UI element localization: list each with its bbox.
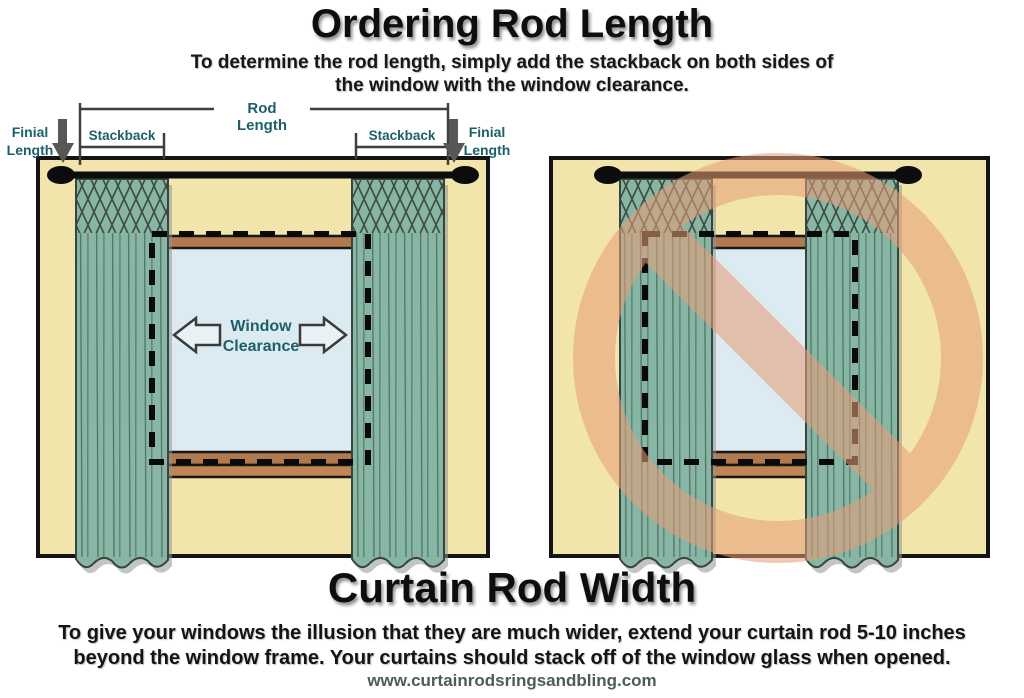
window-clearance-label-line2: Clearance	[223, 338, 300, 355]
footer-body-line-1: To give your windows the illusion that t…	[58, 622, 966, 644]
page-title: Ordering Rod Length	[310, 2, 714, 46]
window-frame-top-left	[156, 234, 364, 250]
diagram-canvas: Window Clearance Rod Length Stackback St…	[7, 100, 990, 575]
window-clearance-label-line1: Window	[230, 318, 292, 335]
finial-left-right	[451, 166, 479, 184]
finial-right-right	[894, 166, 922, 184]
left-panel: Window Clearance	[36, 156, 490, 575]
window-glass-left	[165, 241, 355, 455]
page-subtitle: To determine the rod length, simply add …	[0, 51, 1024, 97]
finial-left-left	[47, 166, 75, 184]
footer-body-line-2: beyond the window frame. Your curtains s…	[73, 647, 951, 669]
window-sill-lower-left	[148, 463, 372, 479]
clearance-dashed-rect-left	[149, 231, 371, 465]
footer-title: Curtain Rod Width	[327, 564, 697, 611]
curtain-left-panel-left	[75, 178, 173, 575]
finial-length-label-left-line2: Length	[7, 142, 54, 158]
subtitle-line-1: To determine the rod length, simply add …	[190, 52, 834, 73]
stackback-label-left: Stackback	[89, 128, 156, 143]
right-arrow-icon	[298, 315, 349, 355]
measurements: Rod Length Stackback Stackback Finial Le…	[7, 100, 511, 165]
finial-right-left	[594, 166, 622, 184]
footer-body: To give your windows the illusion that t…	[0, 621, 1024, 671]
subtitle-line-2: the window with the window clearance.	[335, 75, 689, 96]
stackback-label-right: Stackback	[369, 128, 436, 143]
finial-length-label-right-line1: Finial	[469, 124, 506, 140]
left-arrow-icon	[171, 315, 222, 355]
rod-length-label-line2: Length	[237, 117, 287, 134]
finial-length-label-right-line2: Length	[464, 142, 511, 158]
finial-length-label-left-line1: Finial	[12, 124, 49, 140]
clearance-dashed-rect-right	[642, 231, 858, 465]
right-panel	[549, 153, 990, 575]
website-text: www.curtainrodsringsandbling.com	[367, 671, 657, 690]
down-arrow-icon-right	[443, 119, 465, 163]
rod-length-label-line1: Rod	[247, 100, 276, 117]
no-symbol-icon	[573, 153, 983, 563]
down-arrow-icon-left	[52, 119, 74, 163]
